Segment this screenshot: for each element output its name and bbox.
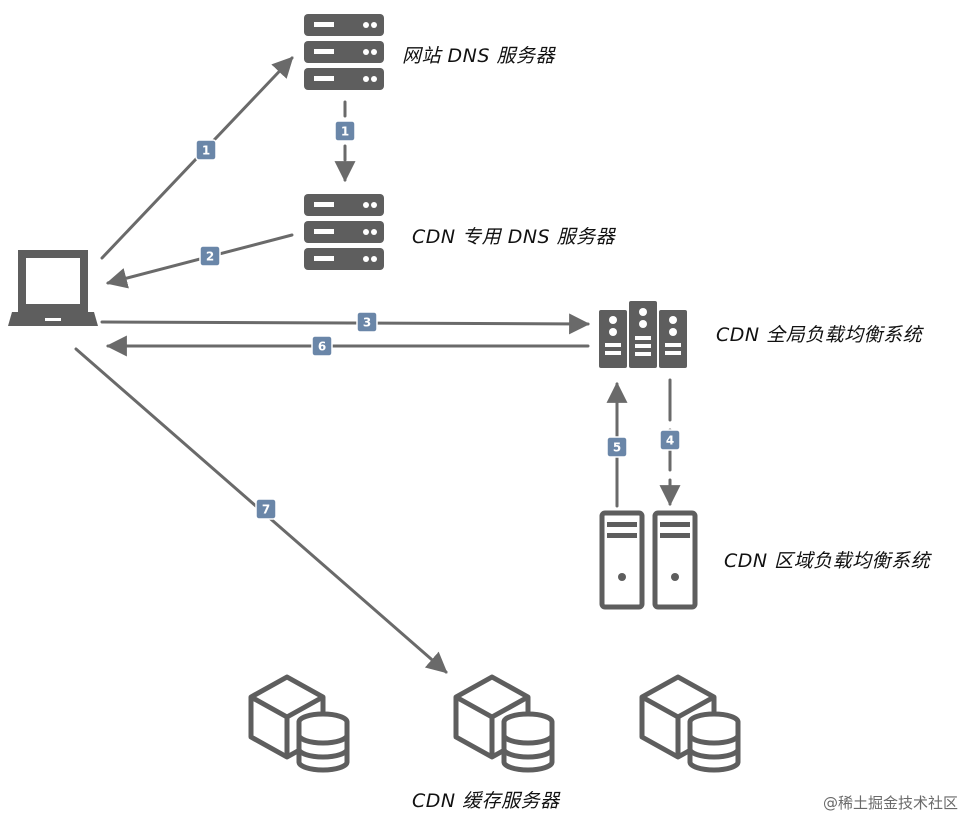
cdn-dns-server-label: CDN 专用 DNS 服务器 bbox=[412, 226, 616, 248]
arrow-step-3-laptop-to-global-lb bbox=[100, 313, 591, 335]
regional-lb-tower-icon bbox=[599, 510, 698, 610]
site-dns-server-label: 网站 DNS 服务器 bbox=[402, 45, 555, 67]
step-number: 4 bbox=[666, 434, 674, 448]
cache-server-icon bbox=[248, 674, 350, 773]
step-number: 6 bbox=[318, 340, 326, 354]
step-number: 1 bbox=[202, 144, 210, 158]
watermark: @稀土掘金技术社区 bbox=[822, 794, 958, 812]
step-number: 7 bbox=[262, 503, 270, 517]
cache-server-label: CDN 缓存服务器 bbox=[412, 790, 560, 812]
global-lb-cluster-icon bbox=[599, 301, 687, 368]
step-number: 3 bbox=[363, 316, 371, 330]
step-number: 5 bbox=[613, 441, 621, 455]
step-badge-5: 5 bbox=[606, 436, 628, 458]
step-badge-2: 2 bbox=[199, 245, 221, 267]
step-number: 1 bbox=[341, 125, 349, 139]
cdn-dns-server-icon bbox=[304, 194, 384, 270]
cache-server-icon bbox=[453, 674, 555, 773]
regional-lb-label: CDN 区域负载均衡系统 bbox=[724, 550, 931, 572]
site-dns-server-icon bbox=[304, 14, 384, 90]
step-badge-4: 4 bbox=[659, 429, 681, 451]
cache-server-icon bbox=[639, 674, 741, 773]
step-badge-3: 3 bbox=[356, 311, 378, 333]
laptop-icon bbox=[8, 250, 98, 326]
step-badge-6: 6 bbox=[311, 335, 333, 357]
step-badge-1-laptop: 1 bbox=[195, 139, 217, 161]
global-lb-label: CDN 全局负载均衡系统 bbox=[716, 324, 923, 346]
step-badge-7: 7 bbox=[255, 498, 277, 520]
step-badge-1-dns: 1 bbox=[334, 120, 356, 142]
step-number: 2 bbox=[206, 250, 214, 264]
